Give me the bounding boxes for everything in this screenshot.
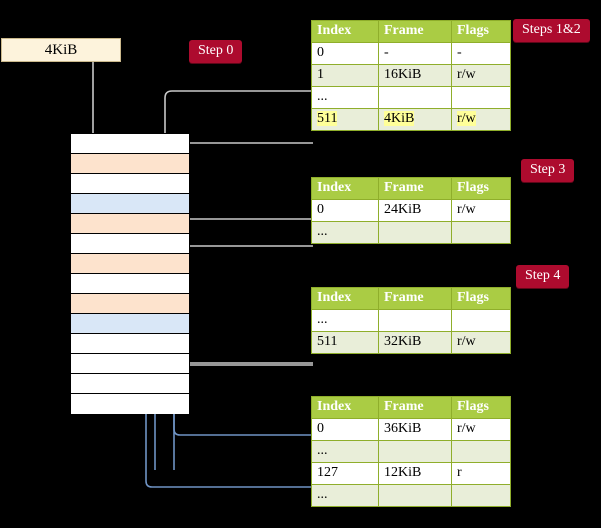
table-row: ... bbox=[311, 309, 511, 332]
table-cell: r/w bbox=[451, 199, 511, 222]
table-cell: r/w bbox=[451, 108, 511, 131]
column-header-frame: Frame bbox=[378, 177, 452, 200]
table-cell: 0 bbox=[311, 418, 379, 441]
table-cell: 36KiB bbox=[378, 418, 452, 441]
table-cell: 24KiB bbox=[378, 199, 452, 222]
column-header-index: Index bbox=[311, 396, 379, 419]
table-cell bbox=[451, 484, 511, 507]
column-header-index: Index bbox=[311, 287, 379, 310]
memory-frame-row bbox=[71, 314, 189, 334]
table-cell: 4KiB bbox=[378, 108, 452, 131]
column-header-flags: Flags bbox=[451, 177, 511, 200]
highlighted-value: r/w bbox=[457, 111, 476, 126]
memory-frame-row bbox=[71, 274, 189, 294]
table-cell: ... bbox=[311, 440, 379, 463]
table-cell: - bbox=[378, 42, 452, 65]
table-cell bbox=[378, 86, 452, 109]
highlighted-value: 511 bbox=[317, 111, 338, 126]
table-cell bbox=[378, 484, 452, 507]
table-row: 0-- bbox=[311, 42, 511, 65]
column-header-flags: Flags bbox=[451, 20, 511, 43]
table-row: ... bbox=[311, 440, 511, 463]
table-cell bbox=[451, 221, 511, 244]
table-cell bbox=[378, 440, 452, 463]
memory-frame-row bbox=[71, 374, 189, 394]
column-header-flags: Flags bbox=[451, 287, 511, 310]
table-cell: 127 bbox=[311, 462, 379, 485]
table-cell bbox=[378, 309, 452, 332]
table-cell: r/w bbox=[451, 331, 511, 354]
memory-frame-row bbox=[71, 394, 189, 414]
table-cell: 511 bbox=[311, 331, 379, 354]
table-cell: 16KiB bbox=[378, 64, 452, 87]
table-cell: r/w bbox=[451, 64, 511, 87]
badge-step-3-label: Step 3 bbox=[530, 162, 566, 177]
table-cell bbox=[451, 86, 511, 109]
table-cell bbox=[451, 440, 511, 463]
source-page-box: 4KiB bbox=[1, 38, 121, 62]
column-header-index: Index bbox=[311, 20, 379, 43]
memory-frame-row bbox=[71, 134, 189, 154]
table-cell bbox=[378, 221, 452, 244]
column-header-frame: Frame bbox=[378, 396, 452, 419]
column-header-index: Index bbox=[311, 177, 379, 200]
table-row: ... bbox=[311, 484, 511, 507]
table-cell: ... bbox=[311, 309, 379, 332]
table-cell: - bbox=[451, 42, 511, 65]
table-cell: ... bbox=[311, 86, 379, 109]
table-row: ... bbox=[311, 221, 511, 244]
memory-frame-row bbox=[71, 354, 189, 374]
table-cell: r bbox=[451, 462, 511, 485]
memory-frame-row bbox=[71, 214, 189, 234]
badge-step-0-label: Step 0 bbox=[198, 43, 234, 58]
table-cell: 12KiB bbox=[378, 462, 452, 485]
memory-frame-row bbox=[71, 294, 189, 314]
memory-frame-row bbox=[71, 174, 189, 194]
table-cell: 32KiB bbox=[378, 331, 452, 354]
table-cell bbox=[451, 309, 511, 332]
physical-memory-column bbox=[70, 133, 190, 414]
badge-step-0: Step 0 bbox=[189, 40, 243, 63]
memory-frame-row bbox=[71, 154, 189, 174]
badge-step-3: Step 3 bbox=[521, 159, 575, 182]
memory-frame-row bbox=[71, 254, 189, 274]
badge-steps-1-2-label: Steps 1&2 bbox=[522, 22, 581, 37]
table-cell: ... bbox=[311, 221, 379, 244]
memory-frame-row bbox=[71, 194, 189, 214]
badge-step-4: Step 4 bbox=[516, 265, 570, 288]
highlighted-value: 4KiB bbox=[384, 111, 415, 126]
table-cell: 0 bbox=[311, 42, 379, 65]
source-page-label: 4KiB bbox=[44, 41, 78, 58]
memory-frame-row bbox=[71, 334, 189, 354]
column-header-frame: Frame bbox=[378, 287, 452, 310]
table-row: 511 4KiB r/w bbox=[311, 108, 511, 131]
badge-step-4-label: Step 4 bbox=[525, 268, 561, 283]
column-header-flags: Flags bbox=[451, 396, 511, 419]
memory-frame-row bbox=[71, 234, 189, 254]
badge-steps-1-2: Steps 1&2 bbox=[513, 19, 590, 42]
column-header-frame: Frame bbox=[378, 20, 452, 43]
table-cell: 511 bbox=[311, 108, 379, 131]
table-cell: 1 bbox=[311, 64, 379, 87]
table-row: ... bbox=[311, 86, 511, 109]
table-cell: ... bbox=[311, 484, 379, 507]
table-cell: r/w bbox=[451, 418, 511, 441]
table-cell: 0 bbox=[311, 199, 379, 222]
